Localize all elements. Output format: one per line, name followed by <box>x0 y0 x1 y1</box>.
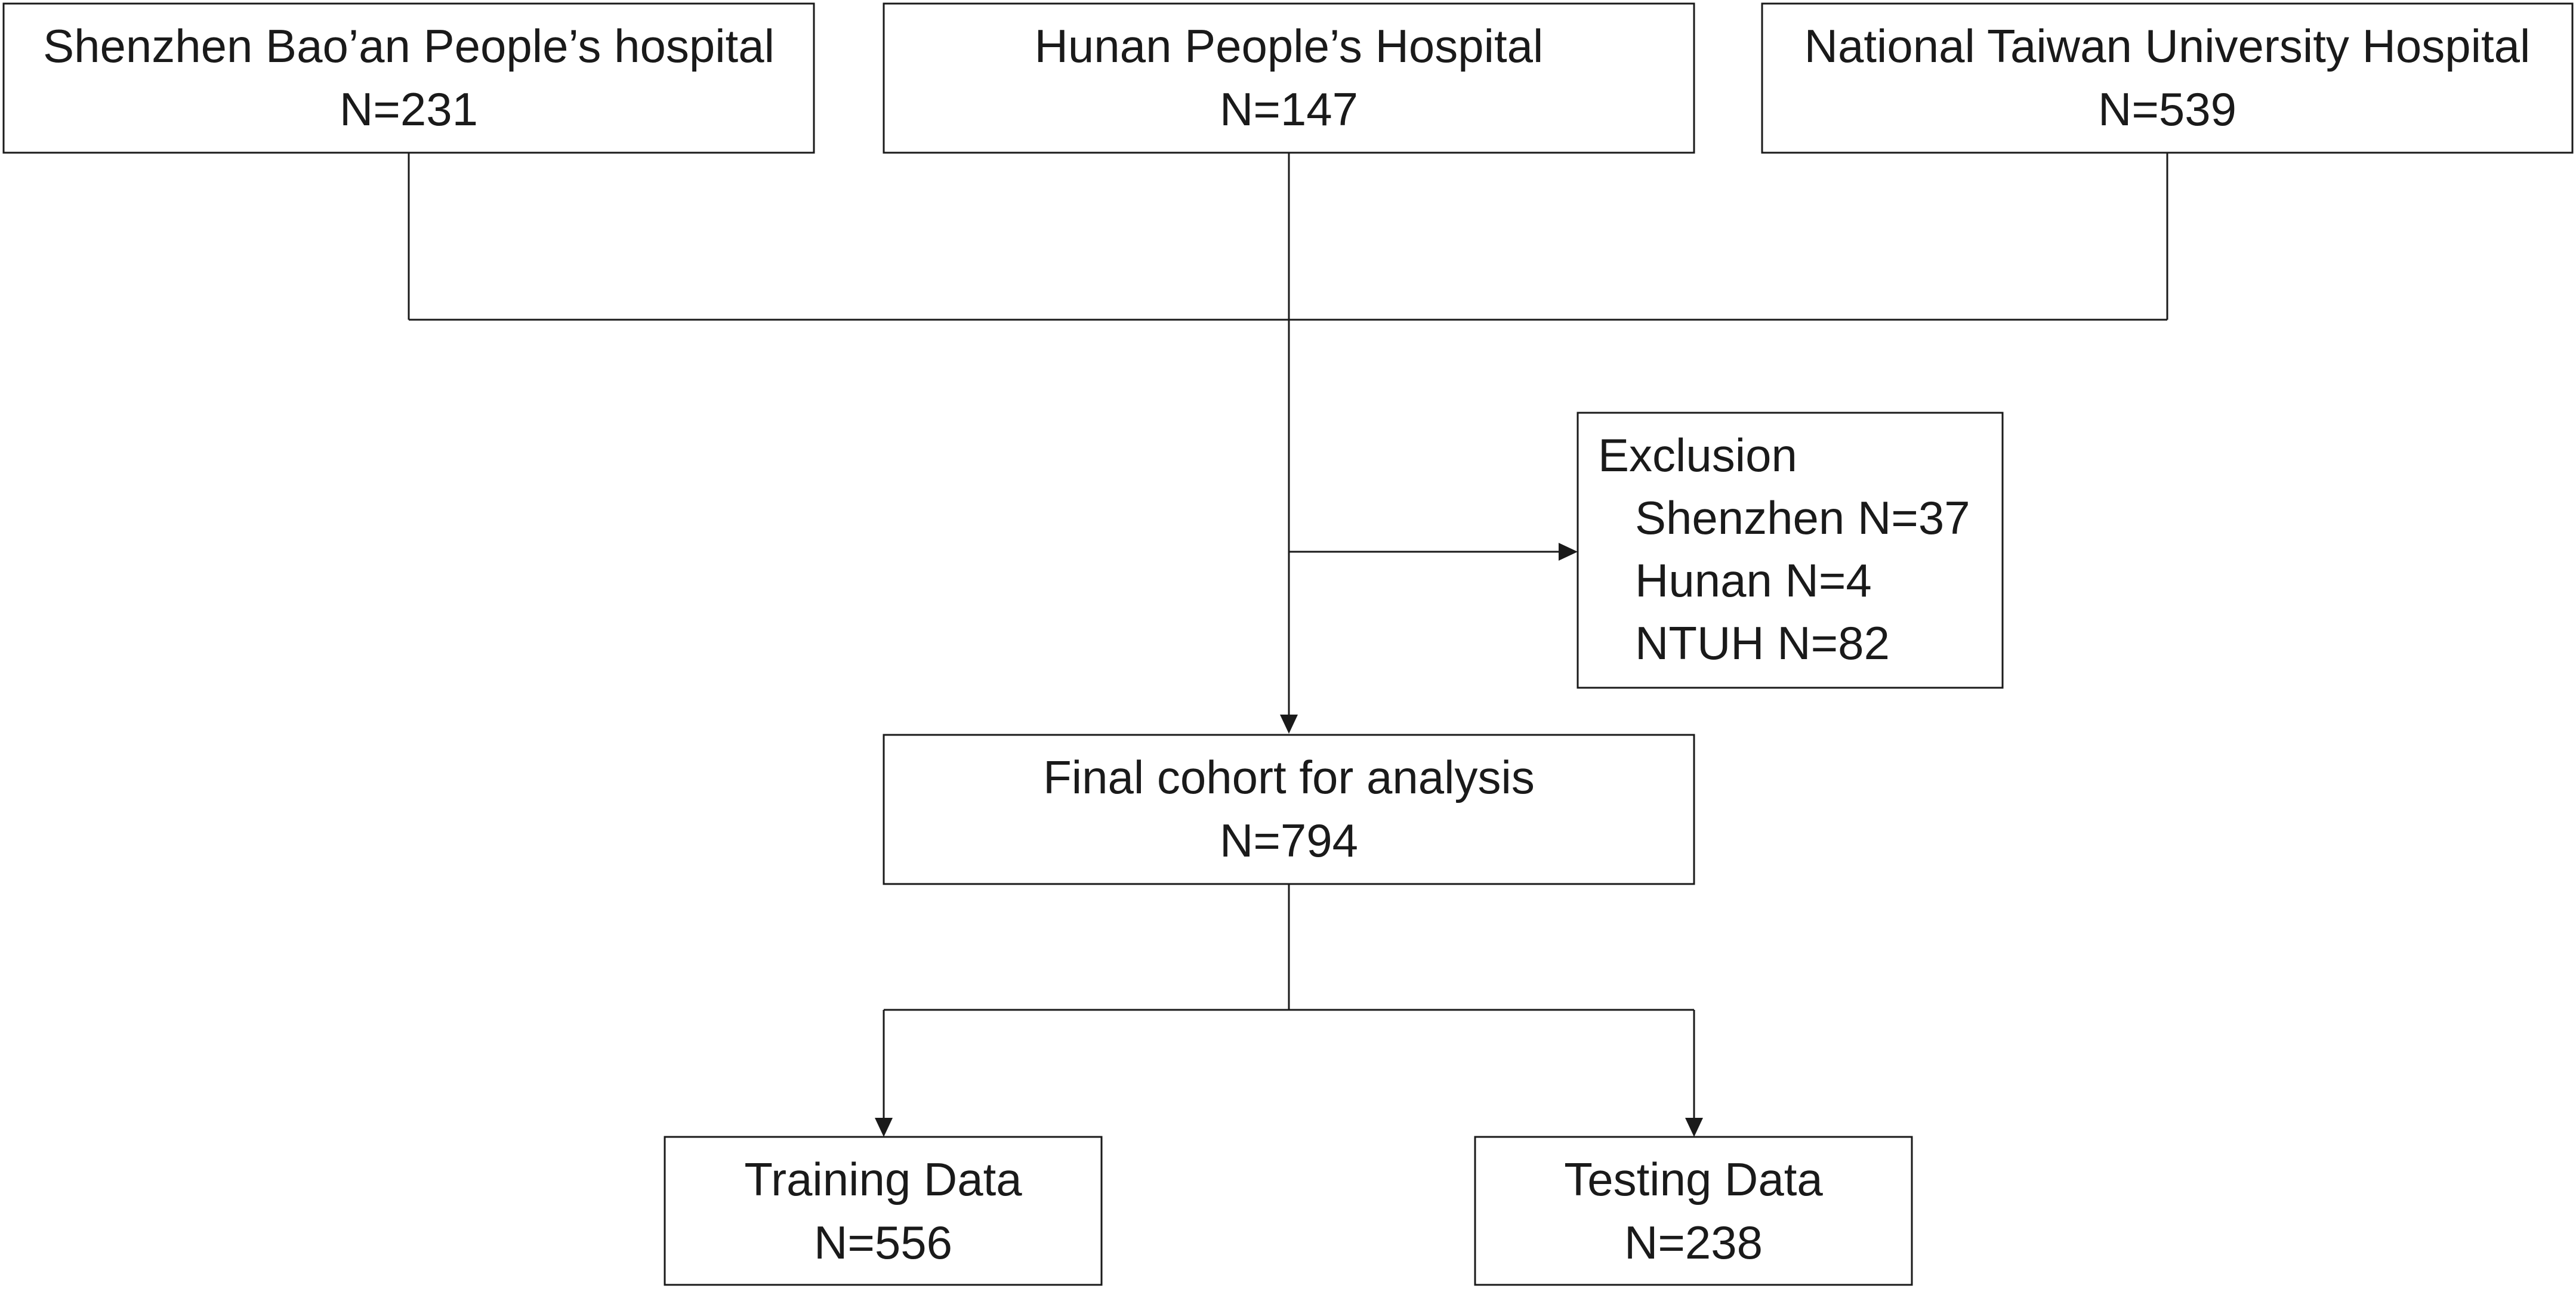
source-count: N=539 <box>2098 83 2236 135</box>
merge-connector <box>408 153 2168 321</box>
source-name: Hunan People’s Hospital <box>1035 20 1544 72</box>
testing-data-label: Testing Data <box>1564 1153 1823 1205</box>
source-count: N=147 <box>1220 83 1358 135</box>
final-cohort-count: N=794 <box>1220 814 1358 867</box>
source-box-hunan: Hunan People’s Hospital N=147 <box>883 2 1695 154</box>
final-cohort-label: Final cohort for analysis <box>1043 751 1535 803</box>
testing-data-box: Testing Data N=238 <box>1474 1136 1913 1286</box>
exclusion-item-shenzhen: Shenzhen N=37 <box>1635 492 1970 544</box>
training-data-box: Training Data N=556 <box>664 1136 1103 1286</box>
final-cohort-box: Final cohort for analysis N=794 <box>883 734 1695 885</box>
training-data-label: Training Data <box>744 1153 1022 1205</box>
training-data-count: N=556 <box>814 1216 952 1269</box>
exclusion-item-ntuh: NTUH N=82 <box>1635 617 1890 669</box>
source-name: Shenzhen Bao’an People’s hospital <box>43 20 775 72</box>
exclusion-item-hunan: Hunan N=4 <box>1635 554 1872 607</box>
source-name: National Taiwan University Hospital <box>1804 20 2531 72</box>
split-connector <box>875 884 1703 1137</box>
exclusion-box: Exclusion Shenzhen N=37 Hunan N=4 NTUH N… <box>1577 412 2004 689</box>
exclusion-arrow <box>1289 543 1578 561</box>
exclusion-title: Exclusion <box>1598 429 1797 481</box>
source-box-ntuh: National Taiwan University Hospital N=53… <box>1761 2 2574 154</box>
source-box-shenzhen: Shenzhen Bao’an People’s hospital N=231 <box>2 2 815 154</box>
testing-data-count: N=238 <box>1624 1216 1763 1269</box>
source-count: N=231 <box>340 83 478 135</box>
main-flow-arrow <box>1280 320 1298 734</box>
